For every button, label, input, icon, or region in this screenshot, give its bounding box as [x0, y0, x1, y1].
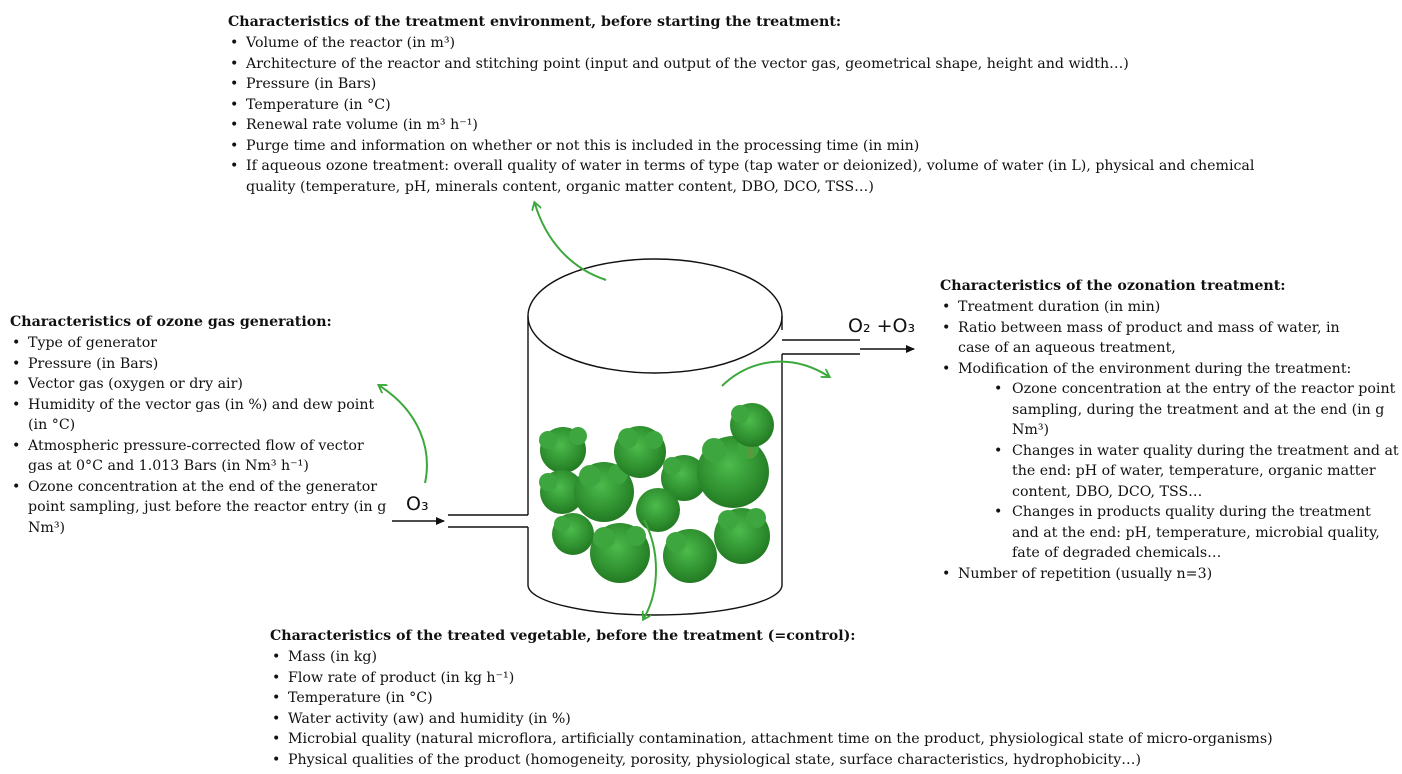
list-item: Pressure (in Bars): [228, 74, 1328, 95]
sub-list-item: Changes in products quality during the t…: [992, 502, 1400, 564]
arrow-to-generation: [380, 386, 428, 484]
ozone-input-label: O₃: [406, 493, 429, 515]
vegetable-title: Characteristics of the treated vegetable…: [270, 628, 856, 644]
generation-title: Characteristics of ozone gas generation:: [10, 314, 332, 330]
list-item: Temperature (in °C): [270, 688, 1395, 709]
list-item: Volume of the reactor (in m³): [228, 33, 1328, 54]
outlet-pipe: [782, 339, 860, 355]
environment-title: Characteristics of the treatment environ…: [228, 14, 842, 30]
list-item: Temperature (in °C): [228, 95, 1328, 116]
list-item: Purge time and information on whether or…: [228, 136, 1328, 157]
list-item: Ratio between mass of product and mass o…: [940, 318, 1358, 359]
list-item: Vector gas (oxygen or dry air): [10, 374, 390, 395]
flow-arrows: [380, 204, 828, 618]
vegetable-floret-icon: [552, 513, 594, 555]
list-item: Renewal rate volume (in m³ h⁻¹): [228, 115, 1328, 136]
vegetable-floret-icon: [730, 403, 774, 458]
ozonation-list: Treatment duration (in min) Ratio betwee…: [940, 297, 1400, 379]
reactor-bottom: [527, 584, 783, 616]
ozonation-title: Characteristics of the ozonation treatme…: [940, 278, 1286, 294]
list-item: Pressure (in Bars): [10, 354, 390, 375]
sub-list-item: Changes in water quality during the trea…: [992, 441, 1400, 503]
list-item: Microbial quality (natural microflora, a…: [270, 729, 1395, 750]
ozonation-sublist: Ozone concentration at the entry of the …: [992, 379, 1400, 564]
inlet-pipe: [448, 514, 528, 528]
vegetable-characteristics: Characteristics of the treated vegetable…: [270, 626, 1395, 770]
list-item: Physical qualities of the product (homog…: [270, 750, 1395, 771]
vegetable-floret-icon: [539, 470, 584, 514]
list-item: Ozone concentration at the end of the ge…: [10, 477, 390, 539]
list-item: Mass (in kg): [270, 647, 1395, 668]
generation-list: Type of generator Pressure (in Bars) Vec…: [10, 333, 390, 538]
list-item: Water activity (aw) and humidity (in %): [270, 709, 1395, 730]
vegetable-floret-icon: [661, 455, 707, 501]
list-item: Number of repetition (usually n=3): [940, 564, 1400, 585]
list-item: If aqueous ozone treatment: overall qual…: [228, 156, 1276, 197]
sub-list-item: Ozone concentration at the entry of the …: [992, 379, 1400, 441]
vegetable-floret-icon: [614, 426, 666, 478]
ozonation-list-end: Number of repetition (usually n=3): [940, 564, 1400, 585]
gas-output-label: O₂ +O₃: [848, 315, 916, 337]
vegetable-floret-icon: [714, 508, 770, 564]
list-item: Type of generator: [10, 333, 390, 354]
vegetable-list: Mass (in kg) Flow rate of product (in kg…: [270, 647, 1395, 770]
vegetable-floret-icon: [697, 436, 769, 508]
vegetable-floret-icon: [574, 462, 634, 522]
list-item: Architecture of the reactor and stitchin…: [228, 54, 1328, 75]
list-item: Modification of the environment during t…: [940, 359, 1400, 380]
vegetable-floret-icon: [590, 523, 650, 583]
vegetables: [539, 403, 774, 583]
reactor-top: [527, 258, 783, 374]
vegetable-floret-icon: [663, 529, 717, 583]
list-item: Treatment duration (in min): [940, 297, 1400, 318]
reactor: [448, 258, 860, 616]
arrow-to-ozonation: [721, 360, 828, 387]
list-item: Humidity of the vector gas (in %) and de…: [10, 395, 390, 436]
vegetable-floret-icon: [636, 488, 680, 532]
list-item: Atmospheric pressure-corrected flow of v…: [10, 436, 390, 477]
environment-list: Volume of the reactor (in m³) Architectu…: [228, 33, 1328, 197]
arrow-to-environment: [535, 204, 607, 281]
arrow-to-vegetable: [644, 519, 657, 618]
list-item: Flow rate of product (in kg h⁻¹): [270, 668, 1395, 689]
environment-characteristics: Characteristics of the treatment environ…: [228, 12, 1328, 197]
ozonation-characteristics: Characteristics of the ozonation treatme…: [940, 276, 1400, 584]
generation-characteristics: Characteristics of ozone gas generation:…: [10, 312, 390, 538]
